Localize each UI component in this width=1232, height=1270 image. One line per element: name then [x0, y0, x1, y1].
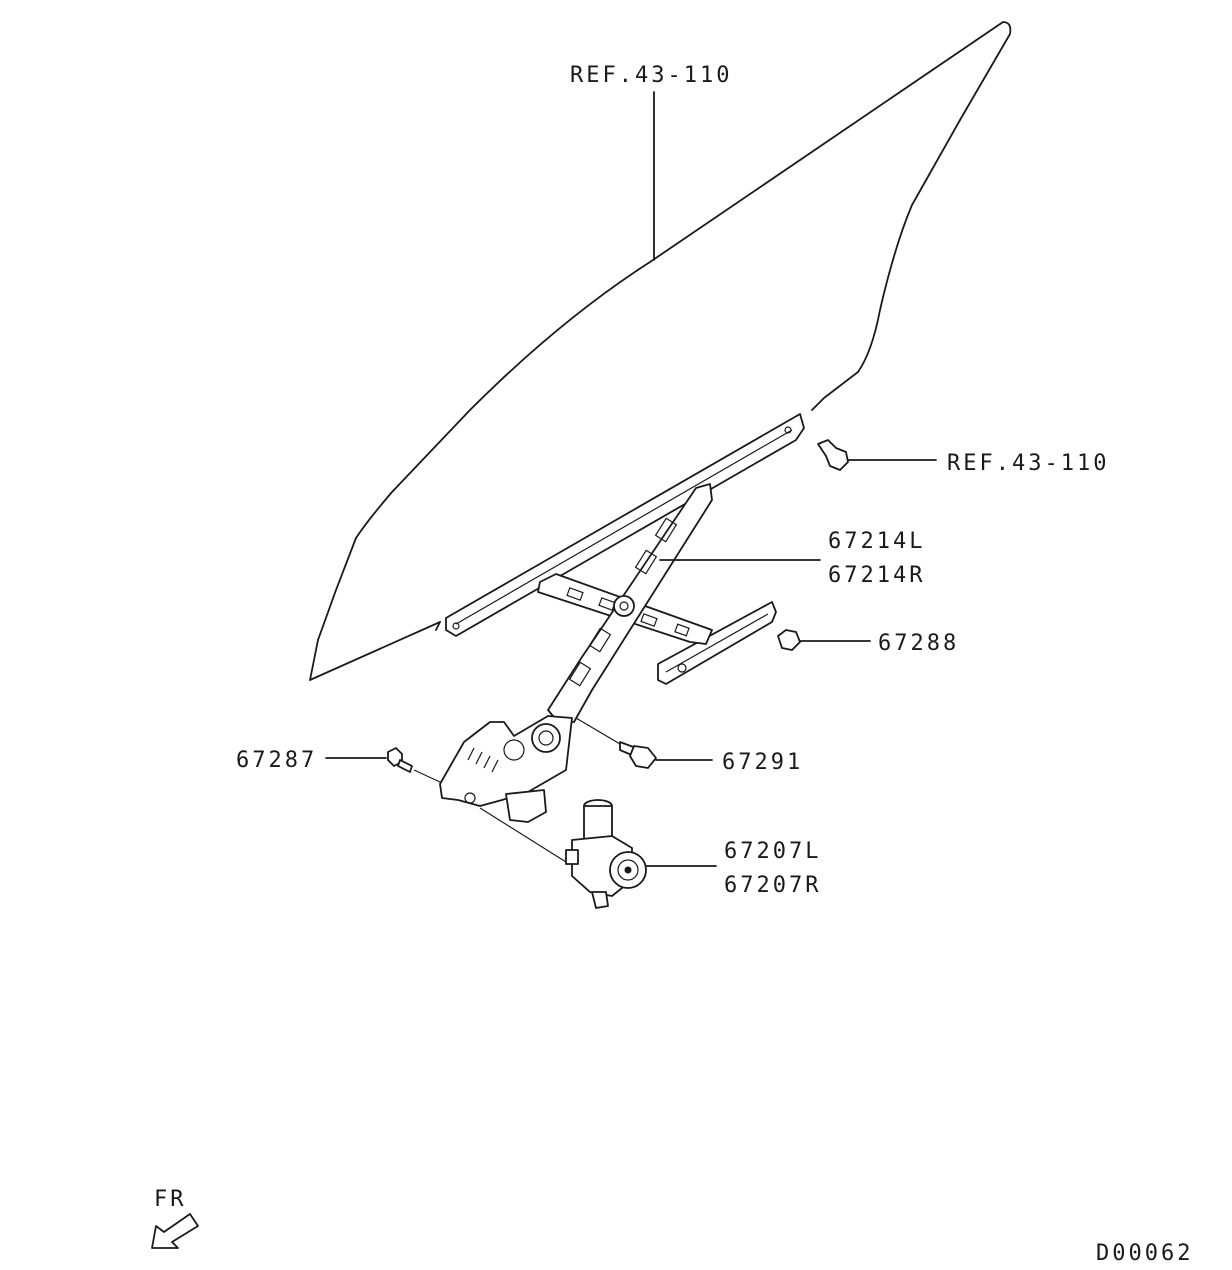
- glass-clip: [817, 439, 937, 471]
- regulator-l-label: 67214L: [828, 529, 925, 554]
- bolt-right-part: [575, 717, 713, 769]
- nut-part: [777, 629, 871, 651]
- bolt-left-part: [325, 747, 441, 783]
- nut-label: 67288: [878, 631, 959, 656]
- window-regulator: [439, 413, 805, 823]
- front-direction-arrow-icon: [151, 1213, 199, 1249]
- motor-part: [479, 799, 717, 909]
- bolt-left-label: 67287: [236, 748, 317, 773]
- motor-l-label: 67207L: [724, 839, 821, 864]
- regulator-r-label: 67214R: [828, 563, 925, 588]
- bolt-right-label: 67291: [722, 750, 803, 775]
- diagram-code: D00062: [1096, 1241, 1193, 1266]
- clip-ref-label: REF.43-110: [947, 451, 1109, 476]
- motor-r-label: 67207R: [724, 873, 821, 898]
- glass-ref-label: REF.43-110: [570, 63, 732, 88]
- door-glass: [309, 21, 1012, 681]
- front-label: FR: [154, 1187, 187, 1212]
